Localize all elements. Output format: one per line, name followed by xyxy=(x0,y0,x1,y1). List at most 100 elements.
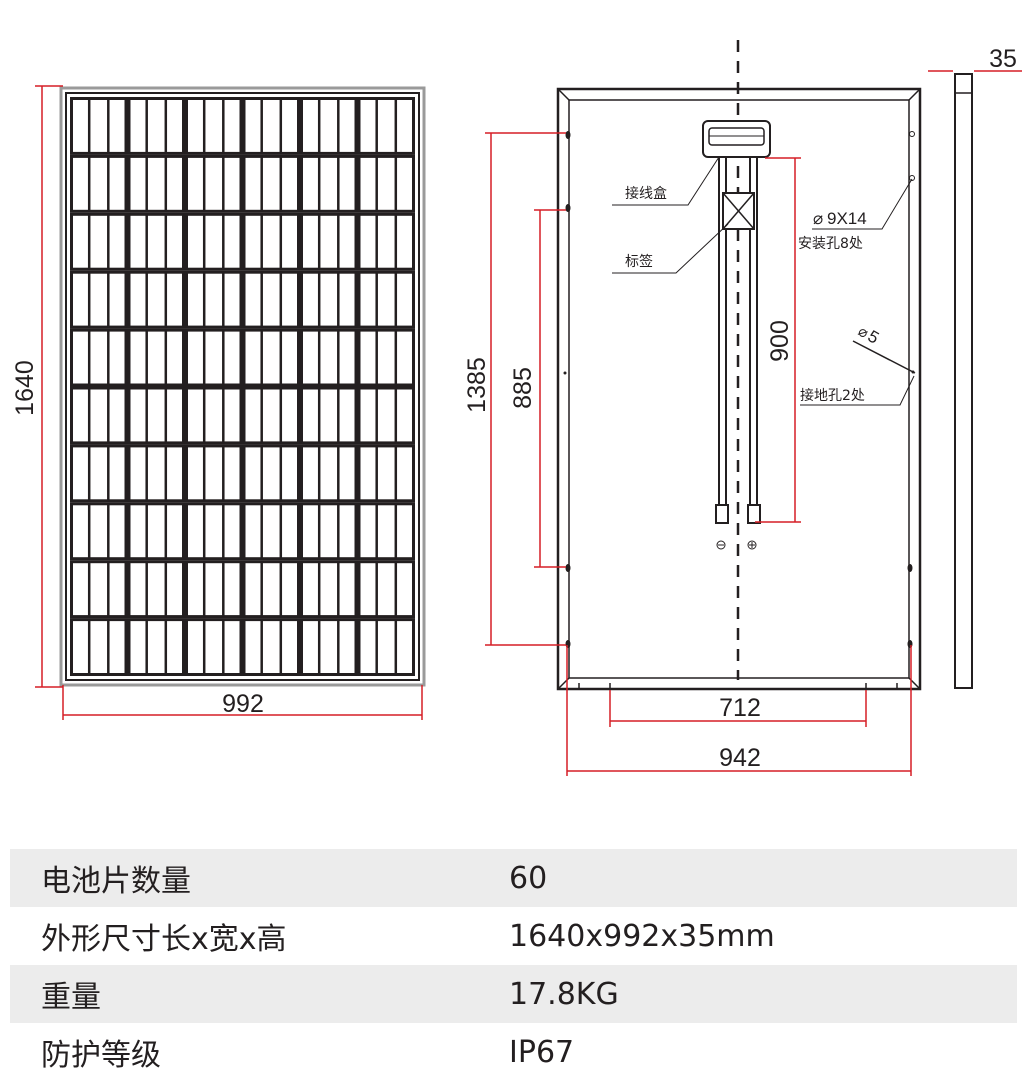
ground-hole-label: 接地孔2处 xyxy=(800,387,865,404)
solar-cell xyxy=(300,444,358,503)
solar-cell xyxy=(185,560,243,619)
solar-cell xyxy=(185,328,243,387)
solar-cell xyxy=(127,328,185,387)
solar-cell xyxy=(242,154,300,213)
spec-value: IP67 xyxy=(509,1034,575,1070)
thickness-label: 35 xyxy=(989,45,1017,73)
solar-cell xyxy=(70,154,128,213)
cell-grid xyxy=(70,97,415,676)
solar-cell xyxy=(70,560,128,619)
solar-cell xyxy=(300,386,358,445)
side-view: 35 xyxy=(928,45,1022,689)
solar-cell xyxy=(185,386,243,445)
solar-cell xyxy=(70,270,128,329)
solar-cell xyxy=(185,212,243,271)
mount-hole-spec: 9X14 xyxy=(827,209,867,228)
spec-value: 17.8KG xyxy=(509,976,619,1012)
solar-cell xyxy=(300,97,358,155)
solar-cell xyxy=(242,560,300,619)
back-height-label: 1385 xyxy=(463,357,491,413)
junction-box-label: 接线盒 xyxy=(625,185,667,202)
solar-cell xyxy=(70,502,128,561)
solar-cell xyxy=(127,444,185,503)
bottom-outer-label: 942 xyxy=(719,744,761,772)
solar-cell xyxy=(300,618,358,676)
solar-cell xyxy=(242,386,300,445)
solar-cell xyxy=(70,212,128,271)
spec-label: 电池片数量 xyxy=(41,864,191,899)
solar-cell xyxy=(127,618,185,676)
solar-cell xyxy=(300,560,358,619)
spec-row: 外形尺寸长x宽x高 1640x992x35mm xyxy=(10,907,1017,965)
connector-negative xyxy=(715,504,729,524)
mount-hole-top-right xyxy=(909,131,915,137)
positive-symbol-icon xyxy=(747,540,757,550)
solar-cell xyxy=(242,618,300,676)
solar-cell xyxy=(242,444,300,503)
solar-cell xyxy=(185,618,243,676)
spec-label: 重量 xyxy=(41,980,101,1015)
spec-value: 60 xyxy=(509,860,548,896)
solar-cell xyxy=(242,212,300,271)
spec-label: 防护等级 xyxy=(41,1038,161,1073)
solar-cell xyxy=(357,270,415,329)
solar-cell xyxy=(357,386,415,445)
solar-cell xyxy=(357,502,415,561)
spec-label: 外形尺寸长x宽x高 xyxy=(41,922,287,957)
solar-cell xyxy=(127,502,185,561)
spec-row: 重量 17.8KG xyxy=(10,965,1017,1023)
solar-cell xyxy=(357,618,415,676)
solar-cell xyxy=(300,502,358,561)
back-callouts: 接线盒 标签 ⌀ 9X14 安装孔8处 ⌀ 5 接地孔2处 xyxy=(612,156,916,406)
junction-box xyxy=(702,120,771,158)
negative-symbol-icon xyxy=(716,540,726,550)
front-width-label: 992 xyxy=(222,690,264,718)
solar-cell xyxy=(127,560,185,619)
solar-cell xyxy=(127,97,185,155)
solar-cell xyxy=(127,386,185,445)
solar-cell xyxy=(357,154,415,213)
mount-hole-diameter-symbol-icon: ⌀ xyxy=(813,209,823,228)
solar-cell xyxy=(242,502,300,561)
connector-positive xyxy=(747,504,761,524)
side-frame xyxy=(954,73,973,689)
solar-cell xyxy=(357,212,415,271)
junction-to-mount-label: 900 xyxy=(766,320,794,362)
back-dimensions: 1385 885 900 712 942 xyxy=(463,132,912,776)
front-view xyxy=(59,86,426,687)
spec-row: 防护等级 IP67 xyxy=(10,1023,1017,1081)
bottom-inner-label: 712 xyxy=(719,694,761,722)
solar-cell xyxy=(357,328,415,387)
solar-cell xyxy=(300,154,358,213)
tag-label: 标签 xyxy=(625,253,653,270)
solar-cell xyxy=(185,502,243,561)
solar-panel-diagram: 1640 992 xyxy=(11,40,1022,776)
solar-cell xyxy=(300,270,358,329)
spec-table: 电池片数量 60 外形尺寸长x宽x高 1640x992x35mm 重量 17.8KG 防护等… xyxy=(10,849,1017,1081)
solar-cell xyxy=(185,444,243,503)
solar-cell xyxy=(242,270,300,329)
solar-cell xyxy=(300,328,358,387)
back-view xyxy=(556,40,922,691)
solar-cell xyxy=(127,270,185,329)
solar-cell xyxy=(70,97,128,155)
solar-cell xyxy=(185,270,243,329)
back-inner-height-label: 885 xyxy=(509,367,537,409)
solar-cell xyxy=(357,444,415,503)
solar-cell xyxy=(70,444,128,503)
solar-cell xyxy=(127,154,185,213)
solar-cell xyxy=(357,560,415,619)
solar-cell xyxy=(70,618,128,676)
solar-cell xyxy=(300,212,358,271)
solar-cell xyxy=(242,97,300,155)
solar-cell xyxy=(242,328,300,387)
solar-cell xyxy=(357,97,415,155)
solar-cell xyxy=(70,328,128,387)
spec-row: 电池片数量 60 xyxy=(10,849,1017,907)
solar-cell xyxy=(70,386,128,445)
mounting-holes xyxy=(563,131,915,648)
solar-cell xyxy=(185,154,243,213)
mount-hole-label: 安装孔8处 xyxy=(798,236,863,252)
spec-value: 1640x992x35mm xyxy=(509,918,775,954)
front-dimensions: 1640 992 xyxy=(11,85,423,720)
